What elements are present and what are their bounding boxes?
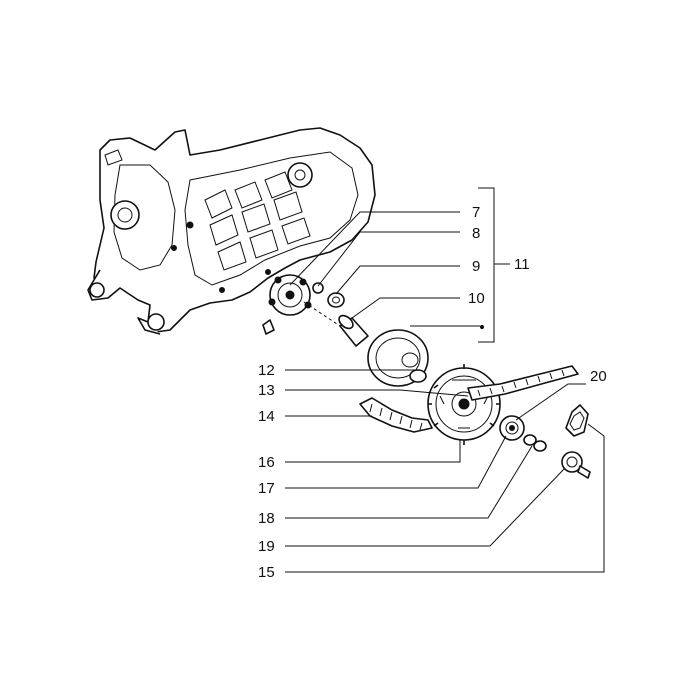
callout-10: 10 xyxy=(468,290,485,307)
callout-14: 14 xyxy=(258,408,275,425)
callout-15: 15 xyxy=(258,564,275,581)
part-7-drive-hub xyxy=(262,274,312,335)
part-18-bearing xyxy=(523,434,547,452)
crankcase-housing xyxy=(87,127,376,335)
part-19-gear-shaft xyxy=(561,451,591,479)
callout-17: 17 xyxy=(258,480,275,497)
callout-16: 16 xyxy=(258,454,275,471)
part-13-drive-belt xyxy=(467,365,579,401)
leader-dot xyxy=(479,324,485,330)
crankcase-ribbing xyxy=(204,171,311,271)
leader-lines xyxy=(285,187,605,573)
callout-11: 11 xyxy=(514,256,530,273)
callout-7: 7 xyxy=(472,204,480,221)
part-12-washer xyxy=(409,369,427,383)
callout-8: 8 xyxy=(472,225,480,242)
callout-18: 18 xyxy=(258,510,275,527)
part-8-nut xyxy=(312,282,324,294)
part-16-driven-pulley xyxy=(427,364,501,445)
callout-9: 9 xyxy=(472,258,480,275)
callout-12: 12 xyxy=(258,362,275,379)
callout-19: 19 xyxy=(258,538,275,555)
callout-13: 13 xyxy=(258,382,275,399)
part-9-spacer xyxy=(327,292,345,308)
part-14-drive-chain xyxy=(359,397,433,433)
callout-20: 20 xyxy=(590,368,607,385)
part-20-gasket xyxy=(565,404,589,437)
part-10-bushing xyxy=(338,314,369,347)
part-17-clutch-bell xyxy=(499,415,525,441)
